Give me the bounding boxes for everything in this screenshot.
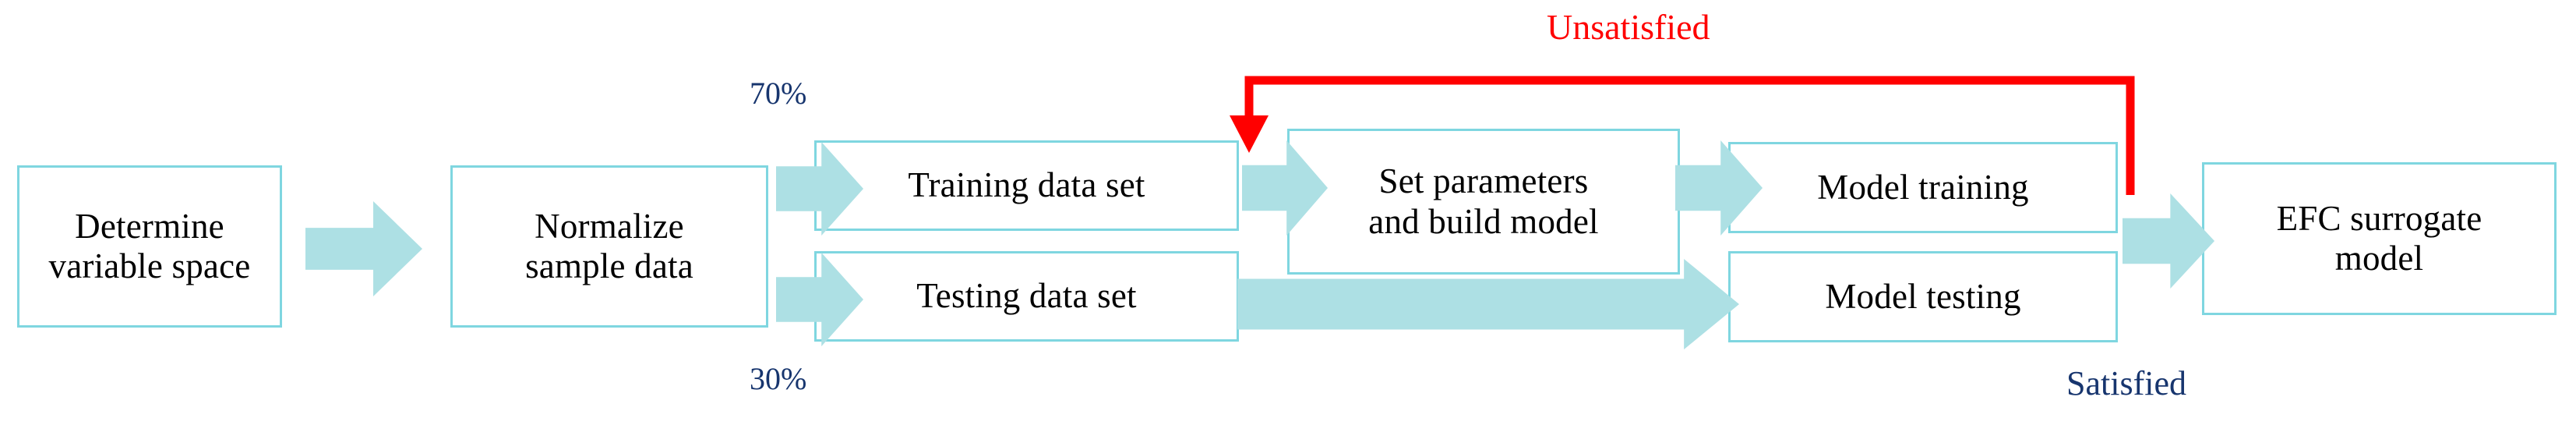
node-testing-data-set[interactable]: Testing data set <box>814 251 1239 342</box>
node-normalize-sample-data[interactable]: Normalize sample data <box>450 165 768 328</box>
node-model-testing[interactable]: Model testing <box>1728 251 2118 342</box>
label-train-split-70: 70% <box>750 76 807 111</box>
node-set-parameters-build-model[interactable]: Set parameters and build model <box>1287 129 1680 275</box>
node-determine-variable-space[interactable]: Determine variable space <box>17 165 282 328</box>
arrow-determine-to-normalize <box>305 201 422 296</box>
label-test-split-30: 30% <box>750 361 807 396</box>
node-efc-surrogate-model[interactable]: EFC surrogate model <box>2202 162 2557 315</box>
arrow-model-training-to-efc <box>2123 193 2214 289</box>
node-model-training[interactable]: Model training <box>1728 142 2118 233</box>
label-satisfied: Satisfied <box>2066 364 2186 402</box>
node-training-data-set[interactable]: Training data set <box>814 140 1239 231</box>
label-unsatisfied: Unsatisfied <box>1547 7 1710 47</box>
